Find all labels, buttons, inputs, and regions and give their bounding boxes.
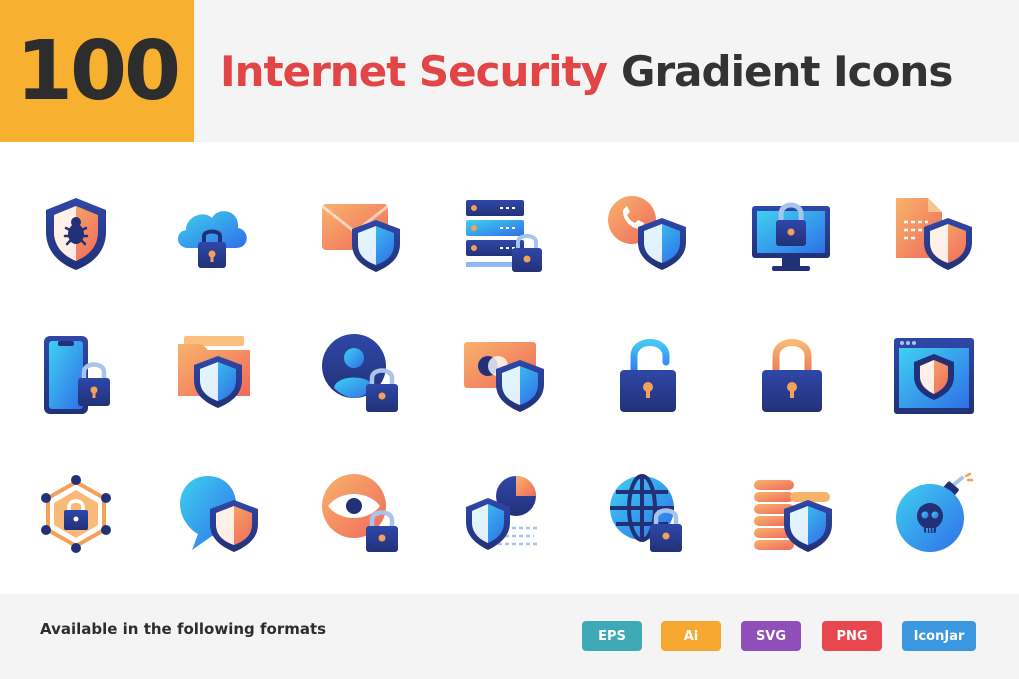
folder-shield-icon — [176, 332, 260, 416]
user-lock-icon — [320, 332, 404, 416]
icon-grid — [0, 142, 1019, 594]
eye-lock-icon — [320, 472, 404, 556]
header-banner: 100 Internet Security Gradient Icons — [0, 0, 1019, 142]
coins-shield-icon — [750, 472, 834, 556]
format-badge-svg: SVG — [741, 621, 801, 651]
format-badge-ai: Ai — [661, 621, 721, 651]
phone-shield-icon — [604, 192, 688, 276]
footer-bar: Available in the following formats EPS A… — [0, 594, 1019, 679]
chart-shield-icon — [462, 472, 546, 556]
format-badge-eps: EPS — [582, 621, 642, 651]
cloud-lock-icon — [170, 192, 254, 276]
page-title: Internet Security Gradient Icons — [220, 40, 953, 102]
locked-padlock-icon — [750, 332, 834, 416]
title-highlight: Internet Security — [220, 46, 608, 96]
browser-shield-icon — [890, 332, 974, 416]
title-rest: Gradient Icons — [620, 46, 953, 96]
monitor-lock-icon — [748, 192, 832, 276]
format-badge-iconjar: IconJar — [902, 621, 976, 651]
network-lock-icon — [34, 472, 118, 556]
card-shield-icon — [462, 332, 546, 416]
format-badge-png: PNG — [822, 621, 882, 651]
smartphone-lock-icon — [34, 332, 118, 416]
count-box: 100 — [0, 0, 194, 142]
shield-bug-icon — [34, 192, 118, 276]
server-lock-icon — [462, 192, 546, 276]
globe-lock-icon — [604, 472, 688, 556]
skull-bomb-icon — [890, 472, 974, 556]
icon-count: 100 — [15, 23, 181, 119]
unlocked-padlock-icon — [608, 332, 692, 416]
chat-shield-icon — [176, 472, 260, 556]
document-shield-icon — [890, 192, 974, 276]
email-shield-icon — [316, 192, 400, 276]
formats-label: Available in the following formats — [40, 620, 327, 638]
